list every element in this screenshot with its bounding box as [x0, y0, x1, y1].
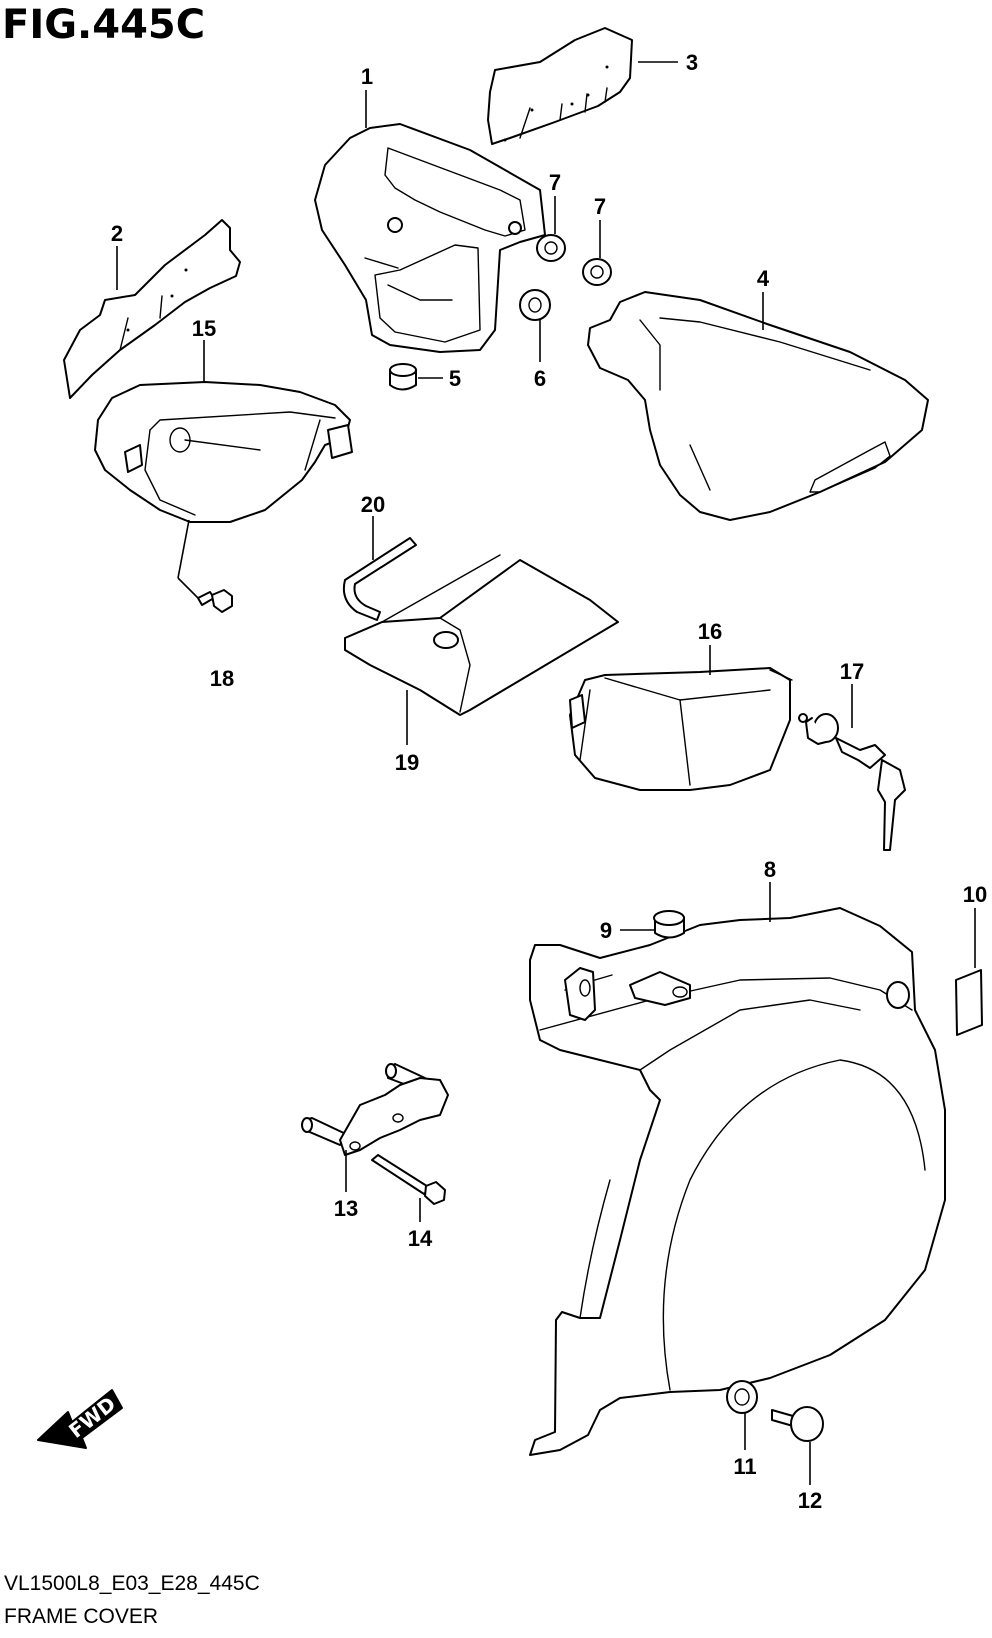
figure-title: FIG.445C: [2, 2, 205, 48]
callout-14: 14: [408, 1226, 433, 1251]
callout-8: 8: [764, 857, 776, 882]
part-5-cushion: [389, 363, 417, 391]
part-18-bolt: [197, 589, 233, 613]
part-6-grommet: [519, 289, 551, 321]
callout-3: 3: [686, 50, 698, 75]
callout-16: 16: [698, 619, 722, 644]
part-20-hex-wrench: [342, 537, 417, 621]
part-12-bolt: [771, 1406, 824, 1442]
part-9-cushion: [653, 910, 685, 939]
callout-10: 10: [963, 882, 987, 907]
callout-11: 11: [733, 1454, 756, 1479]
callout-17: 17: [840, 659, 864, 684]
callout-19: 19: [395, 750, 419, 775]
part-17-key-lock: [798, 713, 906, 851]
model-code: VL1500L8_E03_E28_445C: [4, 1572, 260, 1595]
callout-7a: 7: [549, 170, 561, 195]
callout-15: 15: [192, 316, 216, 341]
part-4-frame-cover: [587, 291, 929, 521]
callout-18: 18: [210, 666, 234, 691]
part-10-label: [955, 969, 983, 1036]
part-15-side-cover: [94, 381, 353, 523]
part-7-grommet-a: [536, 234, 566, 262]
part-3-shield: [487, 27, 633, 145]
fwd-arrow-icon: FWD: [37, 1389, 123, 1449]
part-8-rear-cover: [529, 907, 946, 1456]
leader-lines: [116, 61, 976, 1485]
callout-13: 13: [334, 1196, 358, 1221]
part-7-grommet-b: [582, 258, 612, 286]
part-1-bracket: [314, 123, 546, 353]
part-2-shield: [63, 219, 241, 399]
part-19-tool-bag: [344, 554, 619, 716]
callout-6: 6: [534, 366, 546, 391]
callout-5: 5: [449, 366, 461, 391]
callout-1: 1: [361, 64, 373, 89]
part-11-grommet: [726, 1380, 758, 1414]
part-14-bolt: [371, 1154, 446, 1205]
callout-7b: 7: [594, 194, 606, 219]
callout-20: 20: [361, 492, 385, 517]
callout-4: 4: [757, 266, 770, 291]
part-16-tool-box: [569, 667, 793, 791]
callout-9: 9: [600, 918, 612, 943]
section-name: FRAME COVER: [4, 1605, 158, 1628]
callout-2: 2: [111, 221, 123, 246]
callout-12: 12: [798, 1488, 822, 1513]
part-13-bracket: [301, 1063, 449, 1156]
